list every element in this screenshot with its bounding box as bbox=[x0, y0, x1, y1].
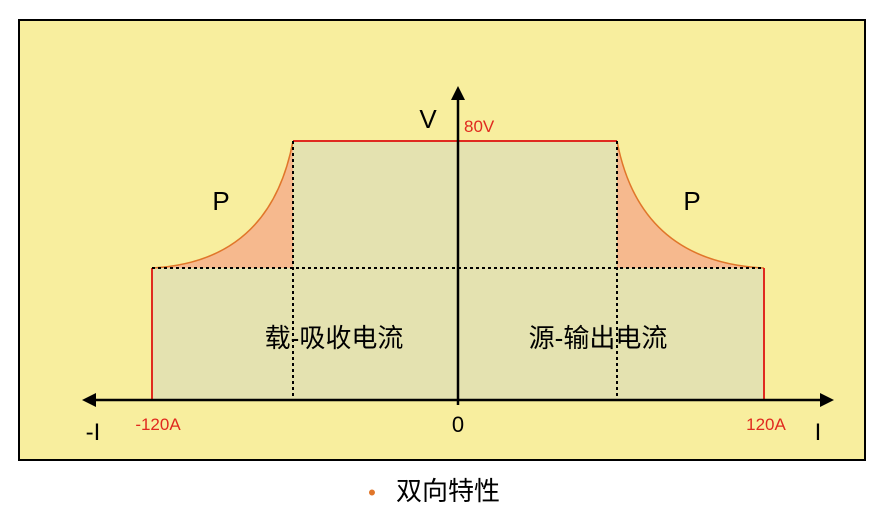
current-axis-arrow-right bbox=[820, 393, 834, 407]
caption-bullet: • bbox=[368, 480, 376, 505]
region-label-load-sink: 载-吸收电流 bbox=[265, 323, 404, 353]
power-region-right bbox=[617, 141, 764, 268]
power-label-left: P bbox=[212, 186, 229, 216]
voltage-axis-label: V bbox=[419, 104, 437, 134]
origin-label: 0 bbox=[452, 412, 464, 437]
voltage-max-label: 80V bbox=[464, 117, 495, 136]
positive-current-limit-label: 120A bbox=[746, 415, 786, 434]
power-curve-right bbox=[616, 140, 765, 269]
negative-current-axis-label: -I bbox=[86, 419, 101, 446]
negative-current-limit-label: -120A bbox=[135, 415, 181, 434]
power-region-left bbox=[152, 141, 293, 268]
region-label-source-output: 源-输出电流 bbox=[529, 323, 668, 353]
current-axis-arrow-left bbox=[82, 393, 96, 407]
caption-text: 双向特性 bbox=[396, 476, 500, 506]
voltage-axis-arrow bbox=[451, 86, 465, 100]
current-axis-label: I bbox=[815, 419, 822, 446]
power-curve-left bbox=[151, 140, 294, 269]
power-label-right: P bbox=[683, 186, 700, 216]
